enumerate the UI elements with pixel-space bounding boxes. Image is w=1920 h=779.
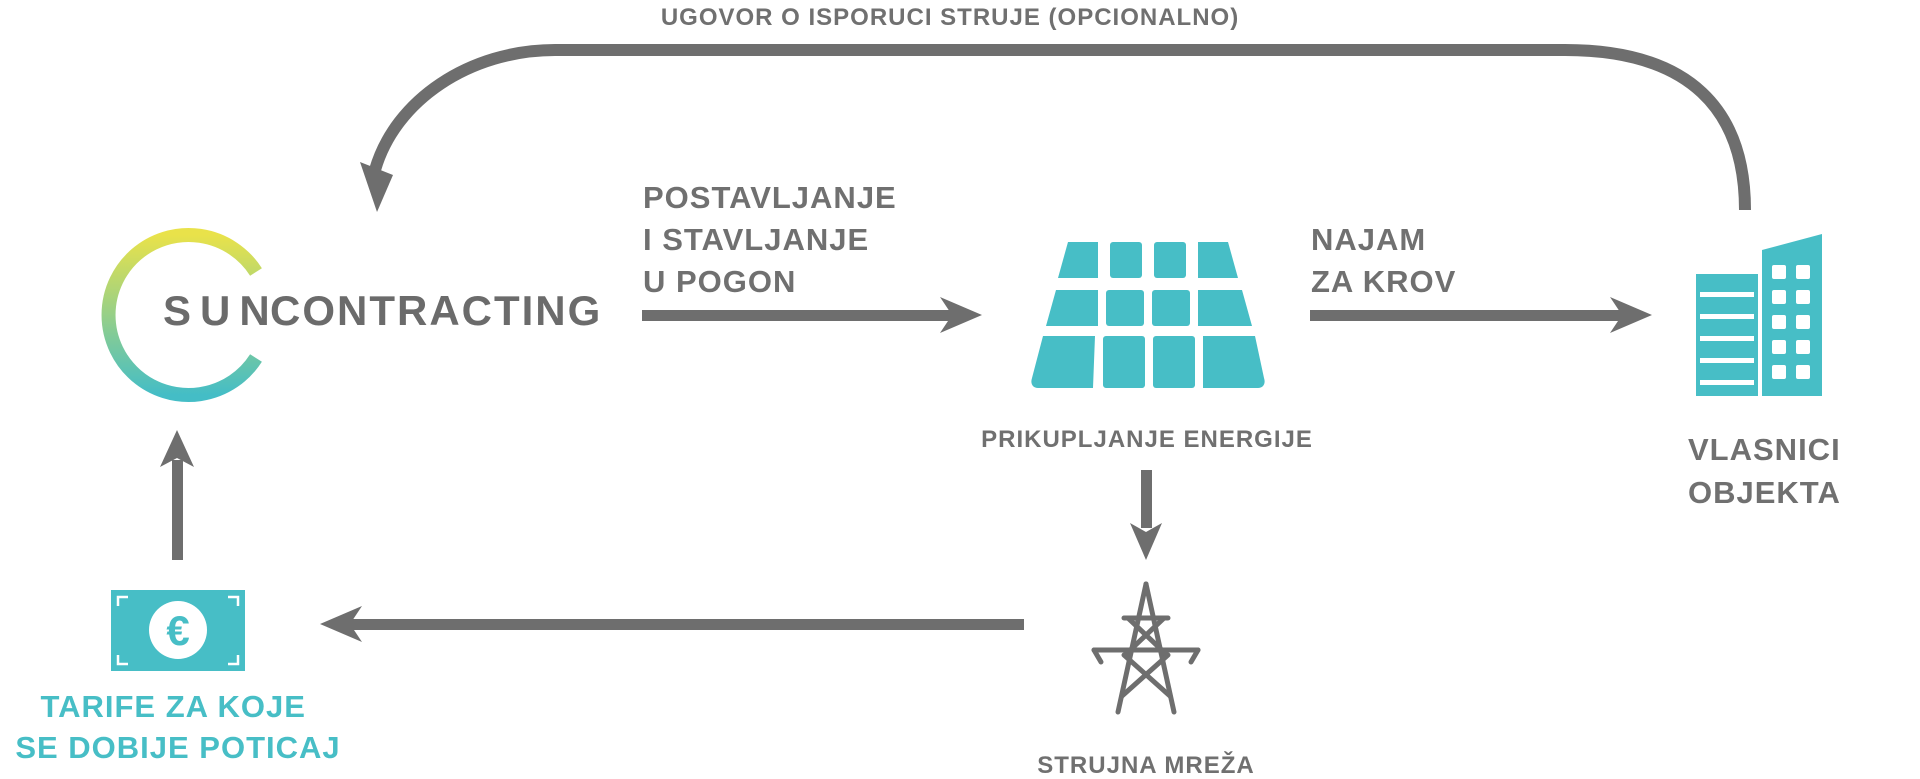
rent-arrow: [1310, 297, 1652, 333]
down-arrow-to-grid: [1130, 470, 1162, 560]
rent-label-line-2: ZA KROV: [1311, 264, 1456, 299]
logo-ring: [101, 228, 262, 402]
owners-label-line-1: VLASNICI: [1688, 432, 1841, 467]
top-arc-label: UGOVOR O ISPORUCI STRUJE (OPCIONALNO): [661, 4, 1239, 31]
grid-label: STRUJNA MREŽA: [1037, 751, 1254, 779]
top-contract-arrow: [360, 44, 1751, 212]
up-arrow-to-logo: [160, 430, 194, 560]
owners-label-line-2: OBJEKTA: [1688, 475, 1841, 510]
arrowhead: [1610, 297, 1652, 333]
arrowhead: [160, 430, 194, 467]
arrowhead: [940, 297, 982, 333]
tariffs-label-line-2: SE DOBIJE POTICAJ: [15, 730, 340, 765]
euro-banknote-icon: €: [111, 590, 245, 671]
rent-label: NAJAM ZA KROV: [1311, 222, 1456, 299]
power-tower-icon: [1091, 581, 1201, 715]
arrowhead: [1130, 523, 1162, 560]
solar-panel-icon: [1031, 242, 1265, 388]
arrowhead: [360, 162, 393, 212]
install-label-line-2: I STAVLJANJE: [643, 222, 869, 257]
tariffs-label-line-1: TARIFE ZA KOJE: [40, 689, 305, 724]
install-label-line-3: U POGON: [643, 264, 796, 299]
building-icon: [1696, 234, 1822, 396]
suncontracting-logo: SUN CONTRACTING: [101, 228, 602, 402]
owners-label: VLASNICI OBJEKTA: [1688, 432, 1850, 510]
logo-text-contracting: CONTRACTING: [270, 287, 602, 334]
logo-text-sun: SUN: [163, 287, 279, 334]
collection-label: PRIKUPLJANJE ENERGIJE: [981, 426, 1313, 453]
install-label-line-1: POSTAVLJANJE: [643, 180, 897, 215]
install-label: POSTAVLJANJE I STAVLJANJE U POGON: [643, 180, 906, 299]
install-arrow: [642, 297, 982, 333]
tariffs-label: TARIFE ZA KOJE SE DOBIJE POTICAJ: [15, 689, 340, 765]
arrowhead: [320, 606, 362, 642]
rent-label-line-1: NAJAM: [1311, 222, 1426, 257]
left-arrow-to-tariffs: [320, 606, 1024, 642]
euro-symbol: €: [166, 607, 189, 654]
